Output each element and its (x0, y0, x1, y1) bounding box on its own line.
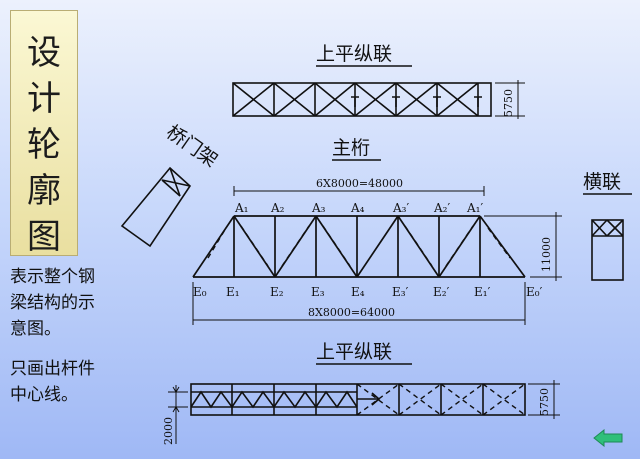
top-width-dimension (495, 80, 525, 119)
node-label: E₃ (311, 285, 325, 299)
node-label: A₃′ (392, 201, 409, 215)
node-label: A₁′ (466, 201, 483, 215)
top-width-label: 5750 (502, 89, 515, 117)
description-line: 只画出杆件 (10, 359, 95, 379)
node-label: E₁′ (474, 285, 491, 299)
node-label: E₂′ (433, 285, 450, 299)
truss-height-dimension (484, 212, 562, 281)
bottom-left-dimension (168, 385, 188, 444)
bottom-span-label: 8X8000=64000 (308, 306, 395, 319)
node-label: E₀′ (526, 285, 543, 299)
node-label: A₂′ (433, 201, 450, 215)
back-arrow-button[interactable] (593, 428, 623, 448)
title-char: 计 (27, 79, 61, 119)
node-label: E₂ (270, 285, 284, 299)
bottom-left-label: 2000 (162, 417, 175, 445)
bottom-node-labels: E₀ E₁ E₂ E₃ E₄ E₃′ E₂′ E₁′ E₀′ (193, 285, 543, 299)
main-truss-heading: 主桁 (332, 137, 370, 159)
truss-height-label: 11000 (540, 237, 553, 272)
top-span-label: 6X8000=48000 (316, 177, 403, 190)
portal-frame (120, 166, 192, 248)
node-label: E₁ (226, 285, 240, 299)
node-label: A₂ (270, 201, 285, 215)
bottom-width-label: 5750 (538, 388, 551, 416)
node-label: E₀ (193, 285, 207, 299)
title-char: 设 (27, 33, 61, 73)
sway-heading: 横联 (583, 171, 621, 193)
left-arrow-icon (593, 428, 623, 448)
node-label: A₁ (234, 201, 248, 215)
bottom-width-dimension (528, 380, 560, 419)
truss-dashed-members (207, 225, 511, 267)
title-char: 廓 (27, 171, 61, 211)
description-line: 表示整个钢 (10, 267, 95, 287)
node-label: E₄ (351, 285, 365, 299)
description-line: 意图。 (10, 319, 61, 339)
description-line: 中心线。 (10, 385, 78, 405)
node-label: A₄ (350, 201, 365, 215)
sway-bracing (591, 219, 624, 281)
portal-heading: 桥门架 (162, 121, 221, 172)
title-char: 轮 (27, 125, 61, 165)
node-label: E₃′ (392, 285, 409, 299)
bottom-span-dimension (192, 282, 526, 325)
bottom-lateral-heading: 上平纵联 (316, 341, 392, 363)
top-node-labels: A₁ A₂ A₃ A₄ A₃′ A₂′ A₁′ (234, 201, 483, 215)
top-span-dimension (233, 186, 485, 196)
main-truss-elevation (192, 215, 526, 278)
title-char: 图 (27, 217, 61, 257)
top-lateral-plan (232, 82, 492, 117)
top-lateral-heading: 上平纵联 (316, 43, 392, 65)
title-box: 设 计 轮 廓 图 (10, 10, 78, 257)
node-label: A₃ (311, 201, 326, 215)
description-line: 梁结构的示 (10, 293, 95, 313)
bottom-lateral-plan (190, 383, 526, 416)
